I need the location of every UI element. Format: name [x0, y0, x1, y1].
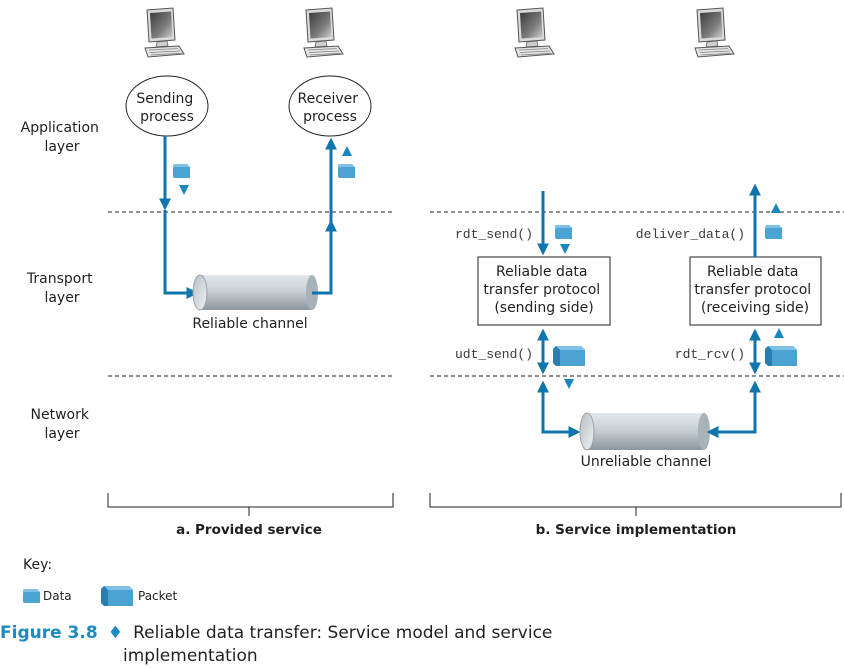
computer-icon-receiver-b [694, 7, 735, 58]
data-packet-icon-recv-b [765, 225, 782, 239]
sending-process-label: Sending process [136, 91, 197, 125]
figure-caption-line1: Reliable data transfer: Service model an… [133, 623, 552, 643]
bracket-b [429, 493, 842, 516]
receiver-process-label: Receiver process [297, 91, 362, 125]
computer-icon-sender-a [144, 7, 185, 58]
rdt-sender-box [477, 256, 611, 326]
unreliable-channel-icon [579, 412, 710, 451]
data-packet-icon-send-b [555, 225, 572, 239]
figure-caption-line2: implementation [123, 646, 258, 666]
unreliable-channel-label: Unreliable channel [581, 454, 712, 470]
key-data-icon [23, 589, 40, 603]
arrow-sender-to-unreliable-channel [537, 380, 581, 438]
rdt-receiver-box-label: Reliable data transfer protocol (receivi… [694, 264, 815, 316]
key-title: Key: [23, 557, 52, 573]
reliable-channel-icon [192, 274, 318, 311]
figure-number: Figure 3.8 [0, 623, 98, 643]
key-data-label: Data [43, 589, 72, 603]
layer-label-network: Network layer [31, 407, 94, 442]
sending-process-node [125, 75, 209, 137]
data-packet-icon-recv-a [338, 164, 355, 178]
rdt-send-label: rdt_send() [455, 227, 533, 242]
arrow-unreliable-channel-to-receiver [706, 380, 761, 438]
rdt-rcv-label: rdt_rcv() [675, 347, 745, 362]
key-packet-label: Packet [138, 589, 178, 603]
reliable-channel-label: Reliable channel [192, 316, 307, 332]
caption-a: a. Provided service [176, 522, 322, 538]
key-packet-icon [101, 586, 133, 606]
packet-icon-send-b [553, 346, 585, 366]
computer-icon-sender-b [514, 7, 555, 58]
data-packet-icon-send-a [173, 164, 190, 178]
layer-label-transport: Transport layer [26, 271, 97, 306]
computer-icon-receiver-a [303, 7, 344, 58]
arrow-channel-to-receiver [312, 219, 337, 295]
bracket-a [107, 493, 394, 516]
figure-caption: Figure 3.8 ♦ Reliable data transfer: Ser… [0, 623, 552, 643]
rdt-receiver-box [689, 256, 822, 326]
packet-icon-recv-b [765, 346, 797, 366]
deliver-data-label: deliver_data() [636, 227, 745, 242]
caption-b: b. Service implementation [536, 522, 737, 538]
layer-label-application: Application layer [21, 120, 104, 155]
receiver-process-node [288, 75, 372, 137]
figure-separator-icon: ♦ [108, 623, 123, 643]
rdt-sender-box-label: Reliable data transfer protocol (sending… [483, 264, 604, 316]
arrow-sender-to-channel [163, 210, 199, 299]
udt-send-label: udt_send() [455, 347, 533, 362]
